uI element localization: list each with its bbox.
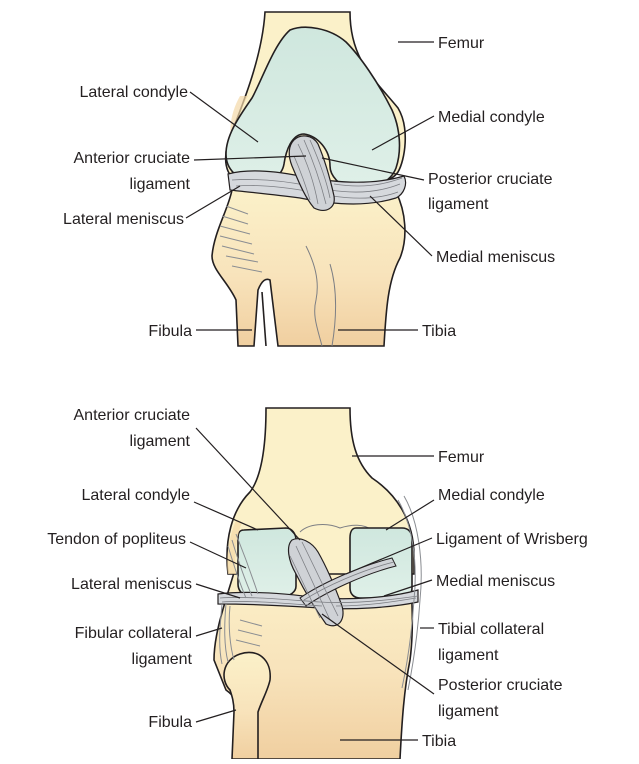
bottom-label-acl-line2: ligament	[130, 433, 191, 450]
top-label-femur: Femur	[438, 35, 485, 52]
top-label-lateral-condyle: Lateral condyle	[79, 84, 188, 101]
bottom-label-medial-condyle: Medial condyle	[438, 487, 545, 504]
bottom-label-fibular-collateral-line2: ligament	[132, 651, 193, 668]
top-label-medial-condyle: Medial condyle	[438, 109, 545, 126]
top-label-lateral-meniscus: Lateral meniscus	[63, 211, 184, 228]
top-label-tibia: Tibia	[422, 323, 456, 340]
bottom-label-medial-meniscus: Medial meniscus	[436, 573, 555, 590]
bottom-knee-illustration	[214, 408, 421, 759]
bottom-label-pcl-line1: Posterior cruciate	[438, 677, 563, 694]
top-label-pcl-line2: ligament	[428, 196, 489, 213]
top-label-acl-line1: Anterior cruciate	[74, 150, 191, 167]
bottom-label-lateral-condyle: Lateral condyle	[81, 487, 190, 504]
bottom-label-lateral-meniscus: Lateral meniscus	[71, 576, 192, 593]
bottom-label-femur: Femur	[438, 449, 485, 466]
bottom-label-tendon-popliteus: Tendon of popliteus	[47, 531, 186, 548]
bottom-label-tibial-collateral-line1: Tibial collateral	[438, 621, 544, 638]
top-fibula-bone	[262, 292, 266, 346]
top-knee-illustration	[212, 12, 406, 346]
bottom-label-pcl-line2: ligament	[438, 703, 499, 720]
top-label-acl-line2: ligament	[130, 176, 191, 193]
top-label-pcl-line1: Posterior cruciate	[428, 171, 553, 188]
bottom-label-fibular-collateral-line1: Fibular collateral	[75, 625, 192, 642]
bottom-label-acl-line1: Anterior cruciate	[74, 407, 191, 424]
top-label-medial-meniscus: Medial meniscus	[436, 249, 555, 266]
leader-bottom-fibula	[196, 710, 236, 722]
bottom-label-ligament-wrisberg: Ligament of Wrisberg	[436, 531, 588, 548]
top-label-fibula: Fibula	[148, 323, 192, 340]
bottom-label-tibial-collateral-line2: ligament	[438, 647, 499, 664]
bottom-label-tibia: Tibia	[422, 733, 456, 750]
bottom-label-fibula: Fibula	[148, 714, 192, 731]
